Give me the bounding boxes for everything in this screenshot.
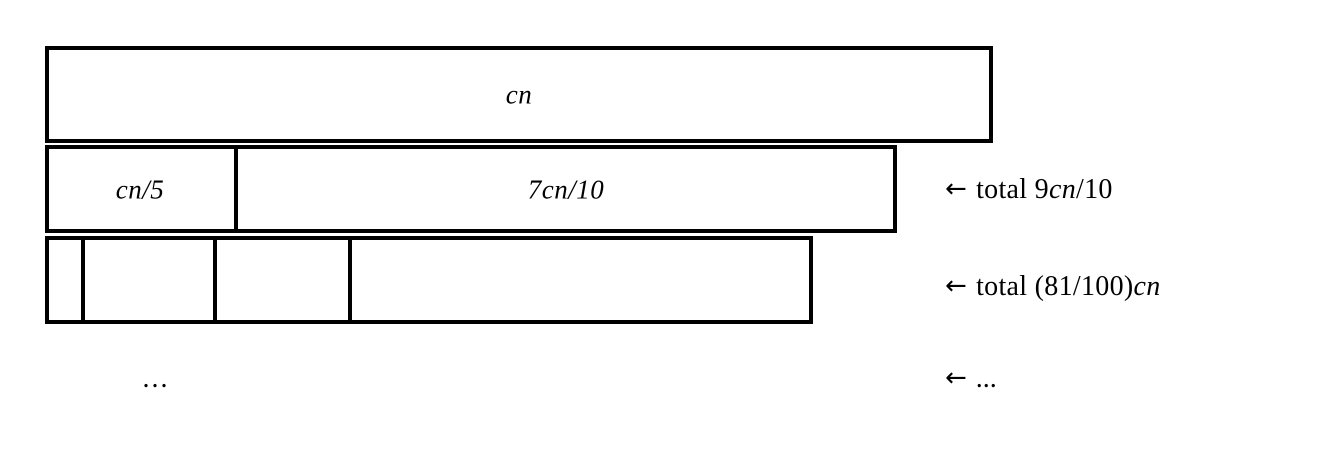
continuation-ellipsis: ... bbox=[975, 363, 997, 394]
level-2-divider-1 bbox=[81, 236, 85, 324]
level-1-cell-label-2: 7cn/10 bbox=[527, 174, 605, 205]
level-2-total-number: (81/100) bbox=[1034, 271, 1134, 302]
level-1-cell-label-1: cn/5 bbox=[115, 174, 165, 205]
level-1-total-number: 9 bbox=[1034, 174, 1049, 205]
level-0-box bbox=[45, 46, 993, 143]
continuation-annotation: ←... bbox=[945, 363, 997, 395]
level-2-box bbox=[45, 236, 813, 324]
left-arrow-icon: ← bbox=[945, 174, 968, 204]
left-arrow-icon: ← bbox=[945, 271, 968, 301]
level-1-total-math: cn bbox=[1048, 174, 1077, 205]
level-1-divider-1 bbox=[234, 145, 238, 233]
level-2-divider-2 bbox=[213, 236, 217, 324]
level-2-divider-3 bbox=[348, 236, 352, 324]
level-2-total-annotation: ← total (81/100)cn bbox=[945, 271, 1161, 303]
left-arrow-icon: ← bbox=[945, 363, 967, 393]
level-2-total-math: cn bbox=[1133, 271, 1161, 302]
level-1-box bbox=[45, 145, 897, 233]
tree-continuation-ellipsis: ... bbox=[142, 363, 170, 394]
level-1-total-annotation: ← total 9cn/10 bbox=[945, 174, 1113, 206]
level-2-total-prefix: total bbox=[976, 271, 1035, 302]
level-0-cell-label: cn bbox=[505, 79, 533, 110]
level-1-total-prefix: total bbox=[976, 174, 1035, 205]
level-1-total-suffix: /10 bbox=[1076, 174, 1113, 205]
